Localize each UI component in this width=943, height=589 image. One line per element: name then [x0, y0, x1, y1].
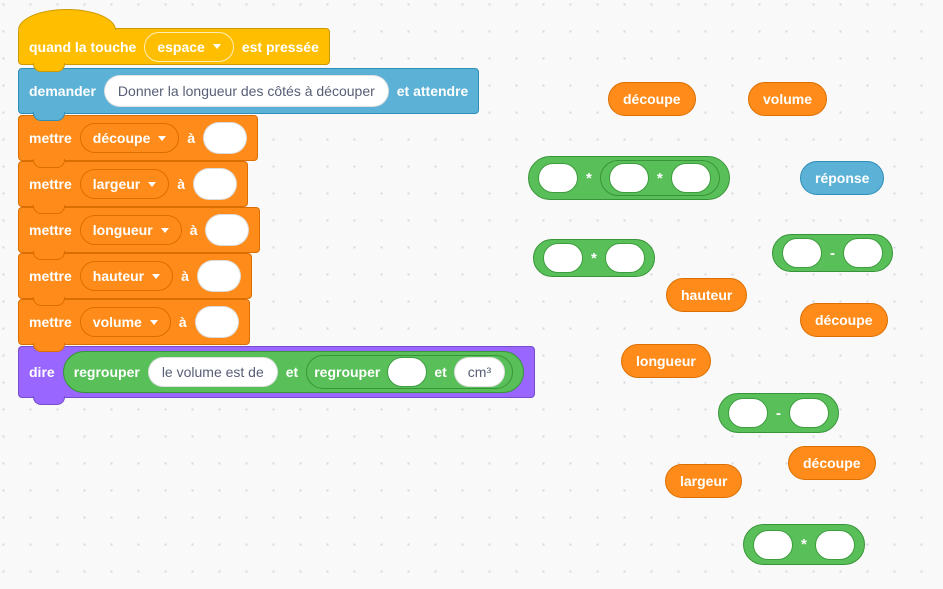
- operator-multiply-block[interactable]: *: [599, 160, 720, 196]
- operand-slot[interactable]: [753, 529, 793, 560]
- set-variable-block-decoupe[interactable]: mettre découpe à: [18, 115, 259, 168]
- variable-dropdown-value: hauteur: [92, 268, 145, 284]
- set-variable-block-longueur[interactable]: mettre longueur à: [18, 207, 261, 260]
- operand-slot[interactable]: [782, 238, 822, 268]
- chevron-down-icon: [158, 135, 167, 141]
- say-label: dire: [29, 364, 55, 380]
- multiply-glyph: *: [656, 169, 663, 187]
- answer-reporter[interactable]: réponse: [800, 161, 885, 195]
- notch-bump: [33, 112, 65, 121]
- join-label: regrouper: [73, 364, 140, 380]
- join-unit-input[interactable]: cm³: [453, 357, 506, 387]
- set-to-label: à: [181, 268, 189, 284]
- set-variable-block-volume[interactable]: mettre volume à: [18, 299, 250, 352]
- value-input[interactable]: [193, 168, 238, 200]
- variable-dropdown-largeur[interactable]: largeur: [79, 169, 170, 199]
- multiply-glyph: *: [586, 169, 592, 187]
- variable-dropdown-value: longueur: [92, 222, 153, 238]
- hat-seam: [19, 28, 114, 32]
- variable-reporter-largeur[interactable]: largeur: [665, 464, 743, 498]
- notch-bump: [33, 251, 65, 260]
- set-to-label: à: [177, 176, 186, 192]
- set-to-label: à: [178, 314, 187, 330]
- set-label: mettre: [29, 268, 72, 284]
- operator-multiply-block[interactable]: *: [743, 524, 865, 565]
- variable-dropdown-hauteur[interactable]: hauteur: [79, 261, 174, 291]
- value-input[interactable]: [205, 214, 250, 246]
- operand-slot[interactable]: [814, 529, 855, 560]
- key-dropdown[interactable]: espace: [144, 31, 234, 62]
- when-key-prefix-label: quand la touche: [29, 38, 137, 55]
- chevron-down-icon: [149, 319, 158, 325]
- set-label: mettre: [29, 176, 72, 192]
- chevron-down-icon: [212, 44, 221, 49]
- variable-dropdown-volume[interactable]: volume: [79, 307, 171, 337]
- subtract-glyph: -: [776, 404, 781, 422]
- notch-bump: [33, 63, 65, 72]
- operand-slot[interactable]: [543, 243, 583, 273]
- operator-subtract-block[interactable]: -: [772, 234, 893, 272]
- operand-slot[interactable]: [608, 163, 649, 193]
- say-block[interactable]: dire regrouper le volume est de et regro…: [18, 346, 536, 405]
- set-to-label: à: [189, 222, 198, 238]
- ask-suffix-label: et attendre: [396, 83, 469, 99]
- operand-slot[interactable]: [538, 163, 578, 193]
- join-block-inner[interactable]: regrouper et cm³: [306, 355, 514, 389]
- join-block-outer[interactable]: regrouper le volume est de et regrouper …: [62, 351, 525, 393]
- notch-bump: [33, 159, 65, 168]
- set-label: mettre: [29, 130, 72, 146]
- when-key-pressed-block[interactable]: quand la touche espace est pressée: [18, 9, 330, 72]
- chevron-down-icon: [148, 181, 157, 187]
- variable-reporter-decoupe[interactable]: découpe: [608, 82, 696, 116]
- variable-reporter-decoupe[interactable]: découpe: [800, 303, 888, 337]
- subtract-glyph: -: [830, 244, 835, 262]
- notch-bump: [33, 396, 65, 405]
- key-dropdown-value: espace: [157, 38, 205, 55]
- variable-reporter-longueur[interactable]: longueur: [621, 344, 711, 378]
- join-and-label: et: [285, 364, 299, 380]
- variable-dropdown-value: volume: [92, 314, 142, 330]
- ask-question-input[interactable]: Donner la longueur des côtés à découper: [103, 75, 389, 107]
- variable-dropdown-value: largeur: [92, 176, 141, 192]
- ask-and-wait-block[interactable]: demander Donner la longueur des côtés à …: [18, 68, 480, 121]
- variable-dropdown-decoupe[interactable]: découpe: [79, 123, 180, 153]
- variable-dropdown-longueur[interactable]: longueur: [79, 215, 182, 245]
- operator-multiply-block[interactable]: *: [533, 239, 655, 277]
- set-to-label: à: [187, 130, 196, 146]
- operand-slot[interactable]: [670, 163, 711, 193]
- ask-label: demander: [29, 83, 96, 99]
- notch-bump: [33, 297, 65, 306]
- set-variable-block-largeur[interactable]: mettre largeur à: [18, 161, 249, 214]
- notch-bump: [33, 205, 65, 214]
- operand-slot[interactable]: [843, 238, 883, 268]
- set-label: mettre: [29, 222, 72, 238]
- operand-slot[interactable]: [604, 243, 645, 273]
- operator-multiply-triple-block[interactable]: * *: [528, 156, 730, 200]
- operand-slot[interactable]: [728, 398, 768, 428]
- set-label: mettre: [29, 314, 72, 330]
- operator-subtract-block[interactable]: -: [718, 393, 839, 433]
- join-and-label: et: [434, 364, 447, 380]
- set-variable-block-hauteur[interactable]: mettre hauteur à: [18, 253, 252, 306]
- multiply-glyph: *: [801, 536, 807, 553]
- notch-bump: [33, 343, 65, 352]
- chevron-down-icon: [152, 273, 161, 279]
- chevron-down-icon: [160, 227, 169, 233]
- join-empty-input[interactable]: [387, 357, 428, 387]
- join-label: regrouper: [314, 364, 381, 380]
- operand-slot[interactable]: [789, 398, 829, 428]
- variable-reporter-hauteur[interactable]: hauteur: [666, 278, 748, 312]
- when-key-suffix-label: est pressée: [241, 38, 319, 55]
- value-input[interactable]: [194, 306, 239, 338]
- multiply-glyph: *: [591, 249, 597, 267]
- join-text-input[interactable]: le volume est de: [147, 357, 278, 387]
- value-input[interactable]: [196, 260, 241, 292]
- variable-reporter-decoupe[interactable]: découpe: [788, 446, 876, 480]
- variable-dropdown-value: découpe: [92, 130, 151, 146]
- value-input[interactable]: [203, 122, 248, 154]
- variable-reporter-volume[interactable]: volume: [748, 82, 828, 116]
